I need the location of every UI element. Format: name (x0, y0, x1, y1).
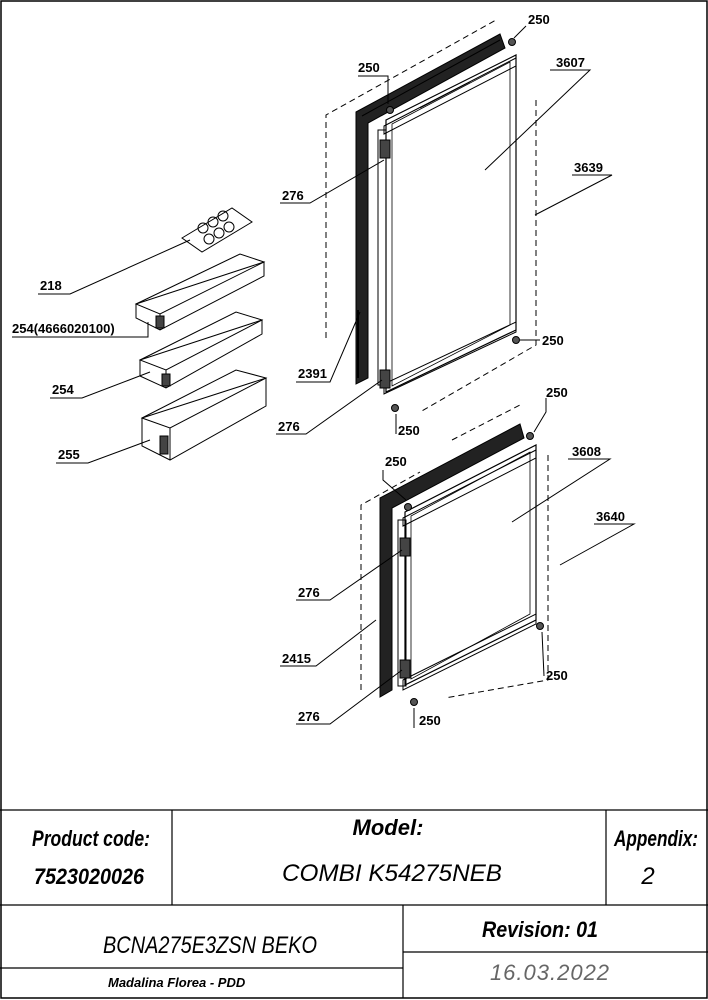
callout-218: 218 (40, 278, 62, 293)
door-shelves (134, 207, 268, 461)
product-code-label: Product code: (32, 826, 150, 851)
callout-labels: 218 254(4666020100) 254 255 3607 3639 27… (12, 12, 625, 728)
callout-250-e: 250 (546, 385, 568, 400)
callout-2415: 2415 (282, 651, 311, 666)
callout-250-c: 250 (542, 333, 564, 348)
title-block (0, 809, 708, 998)
callout-3608: 3608 (572, 444, 601, 459)
door-shelf-middle (138, 311, 264, 389)
callout-3639: 3639 (574, 160, 603, 175)
appendix-value: 2 (640, 863, 654, 890)
revision-date: 16.03.2022 (490, 960, 610, 985)
callout-250-d: 250 (398, 423, 420, 438)
appendix-label: Appendix: (613, 826, 698, 851)
callout-250-a: 250 (528, 12, 550, 27)
callout-250-h: 250 (419, 713, 441, 728)
product-code-value: 7523020026 (34, 864, 145, 889)
model-label: Model: (353, 815, 424, 840)
callout-3640: 3640 (596, 509, 625, 524)
model-value: COMBI K54275NEB (282, 860, 502, 887)
callout-254: 254 (52, 382, 74, 397)
callout-276-upper-top: 276 (282, 188, 304, 203)
callout-250-g: 250 (546, 668, 568, 683)
leader-lines (12, 25, 636, 728)
brand-model: BCNA275E3ZSN BEKO (103, 932, 317, 959)
egg-tray (181, 207, 253, 253)
revision: Revision: 01 (482, 917, 598, 942)
callout-250-f: 250 (385, 454, 407, 469)
bottle-shelf (140, 369, 268, 461)
callout-3607: 3607 (556, 55, 585, 70)
lower-door-assembly (360, 404, 549, 706)
author: Madalina Florea - PDD (108, 975, 246, 990)
door-shelf-top (134, 253, 266, 331)
callout-276-upper-bottom: 276 (278, 419, 300, 434)
title-block-text: Product code: 7523020026 Model: COMBI K5… (32, 815, 698, 990)
callout-254-code: 254(4666020100) (12, 321, 115, 336)
callout-2391: 2391 (298, 366, 327, 381)
callout-255: 255 (58, 447, 80, 462)
callout-276-lower-top: 276 (298, 585, 320, 600)
callout-250-b: 250 (358, 60, 380, 75)
upper-door-assembly (325, 19, 537, 413)
callout-276-lower-bottom: 276 (298, 709, 320, 724)
